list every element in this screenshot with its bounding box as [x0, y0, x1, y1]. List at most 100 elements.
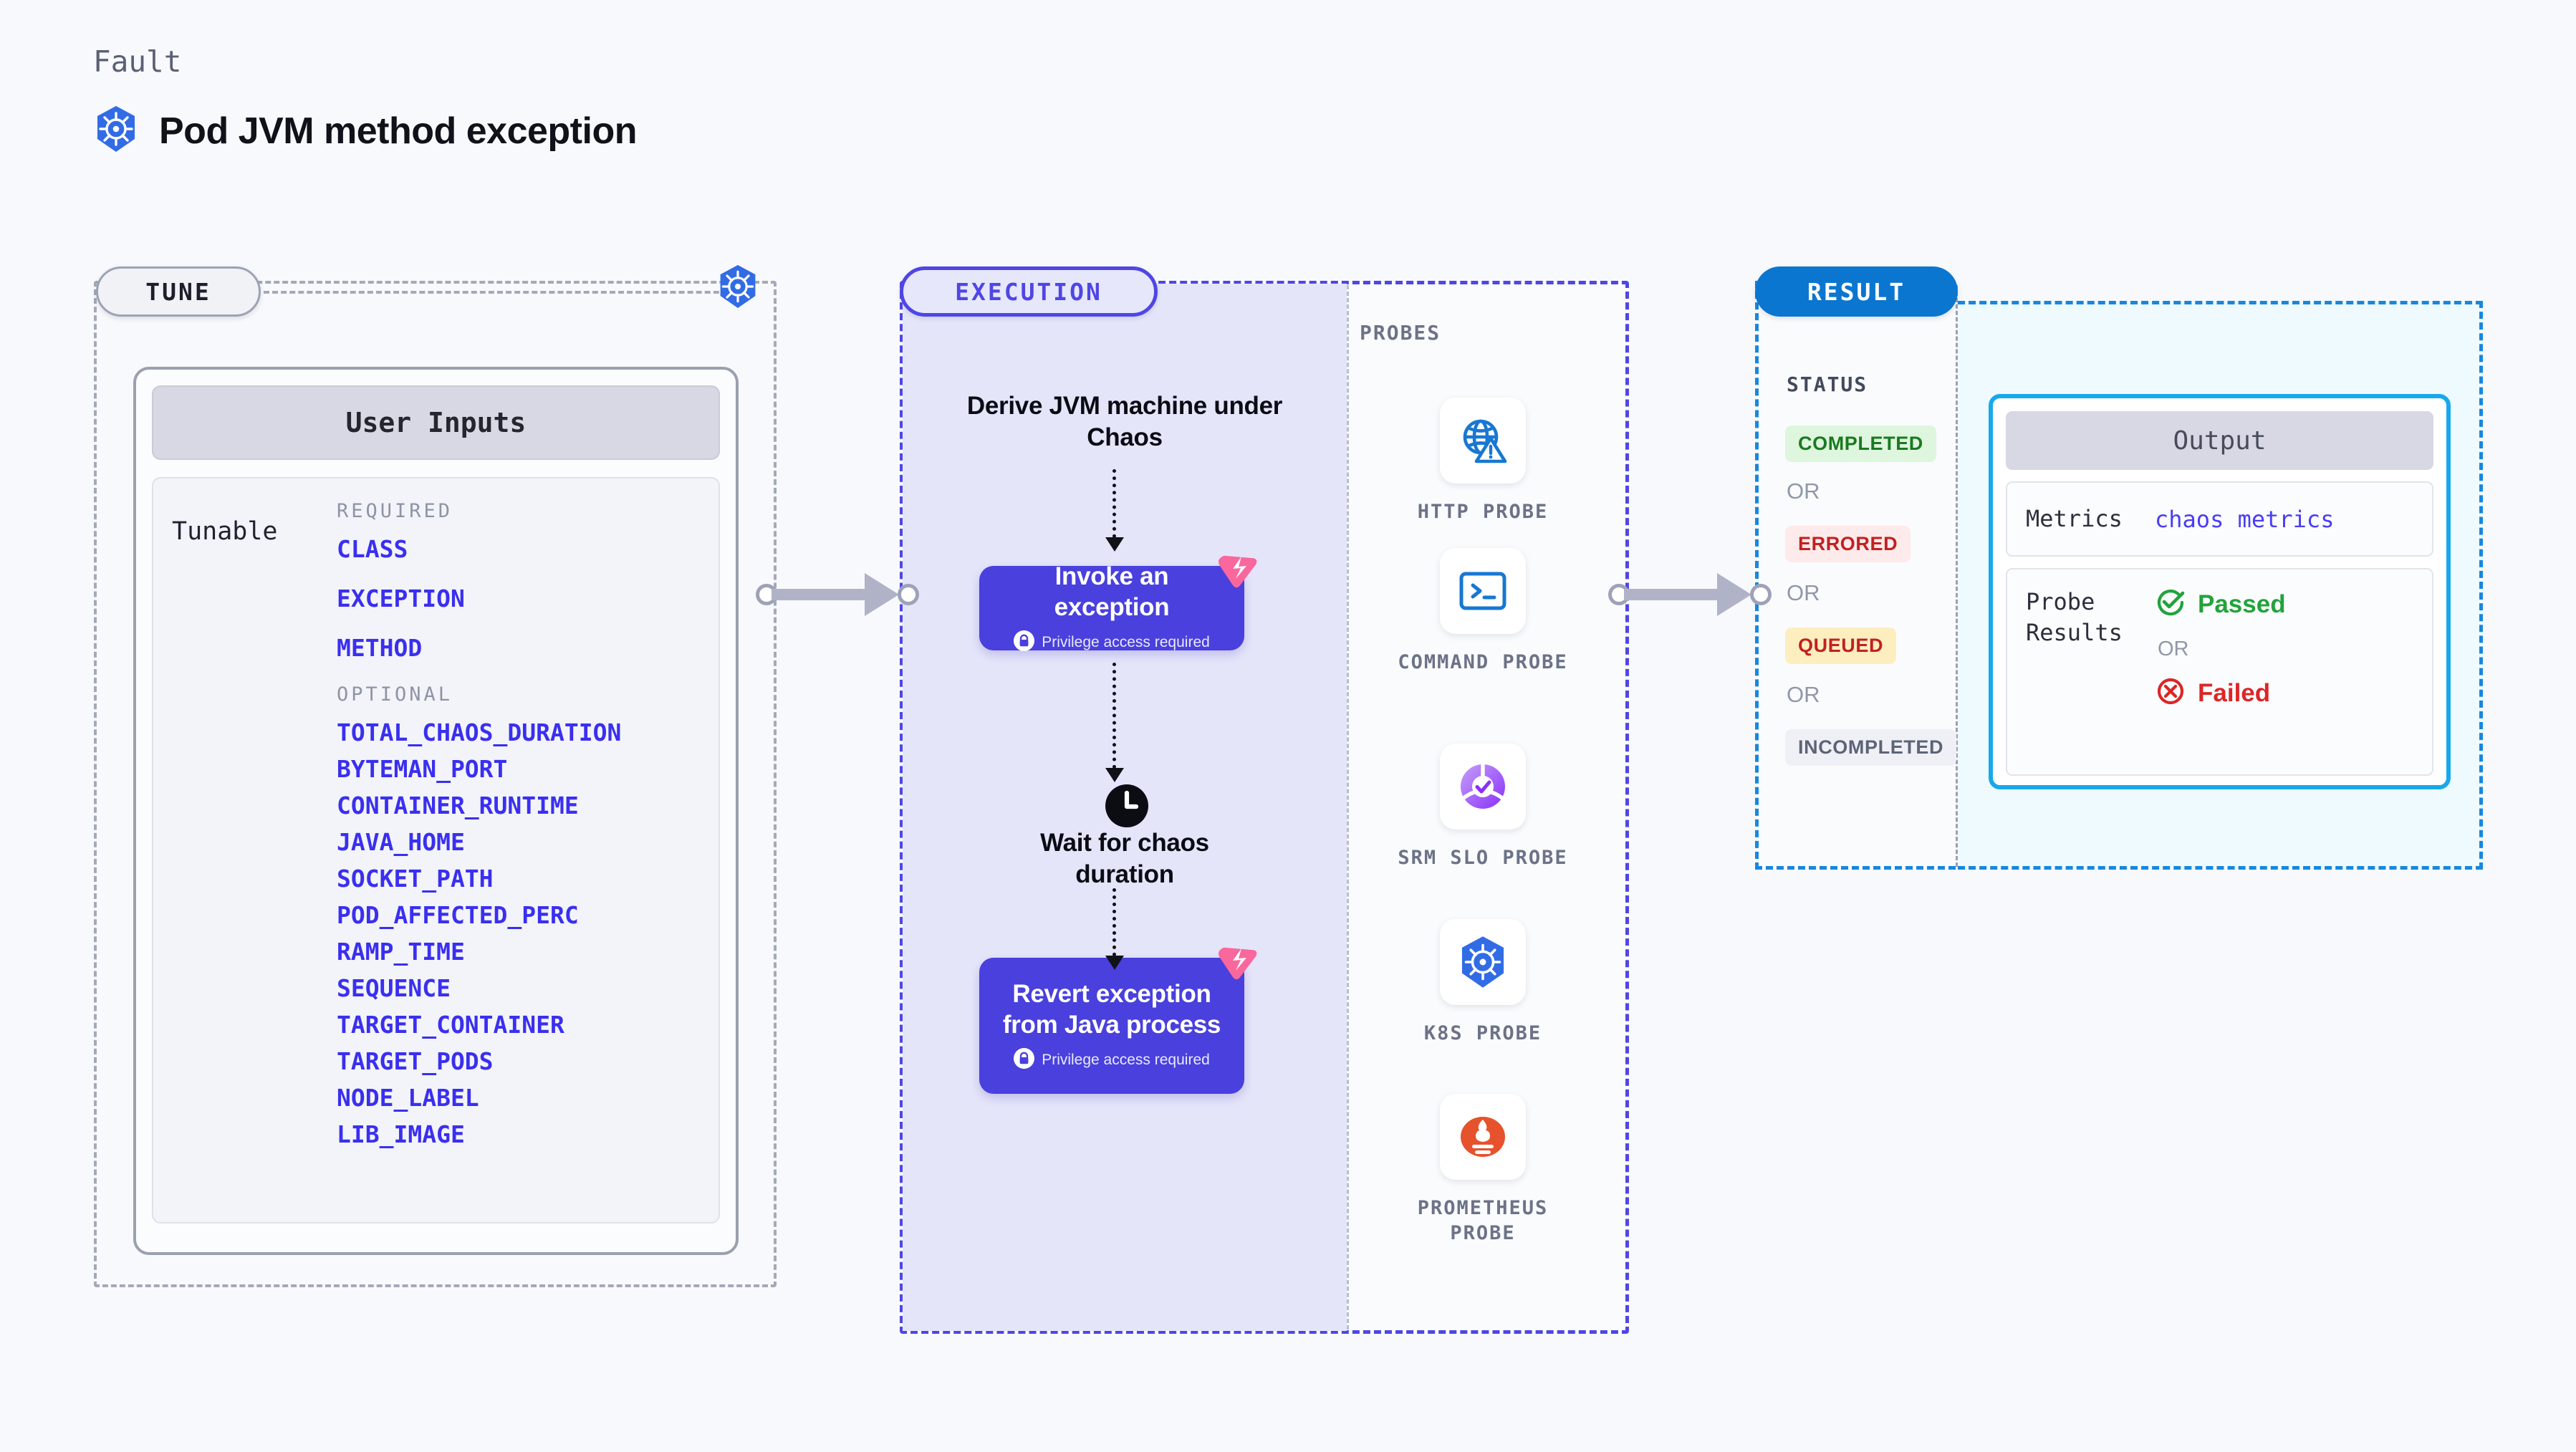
check-circle-icon	[2155, 587, 2186, 622]
probe-item-command[interactable]: COMMAND PROBE	[1393, 548, 1572, 675]
tunable-optional-item[interactable]: TOTAL_CHAOS_DURATION	[337, 718, 622, 746]
probe-item-k8s[interactable]: K8S PROBE	[1393, 919, 1572, 1046]
status-badge-completed: COMPLETED	[1785, 425, 1936, 462]
probe-item-srm-slo[interactable]: SRM SLO PROBE	[1393, 744, 1572, 870]
user-inputs-header: User Inputs	[152, 385, 720, 460]
kubernetes-icon	[716, 264, 759, 313]
tunable-optional-item[interactable]: TARGET_CONTAINER	[337, 1011, 564, 1039]
privilege-note-row: Privilege access required	[1014, 1047, 1210, 1072]
result-inner-divider	[1956, 285, 1958, 867]
execution-card-revert-exception[interactable]: Revert exception from Java process Privi…	[979, 947, 1257, 1094]
or-separator: OR	[1787, 479, 1820, 504]
execution-step-derive-title: Derive JVM machine under Chaos	[966, 392, 1283, 452]
probe-result-passed: Passed	[2155, 587, 2286, 622]
execution-card-title: Revert exception from Java process	[1002, 980, 1221, 1039]
group-label-required: REQUIRED	[337, 500, 453, 522]
output-card-header: Output	[2006, 411, 2433, 470]
output-metrics-row: Metrics chaos metrics	[2006, 481, 2433, 557]
section-pill-execution[interactable]: EXECUTION	[900, 266, 1158, 317]
page-title: Pod JVM method exception	[159, 110, 637, 152]
result-status-region	[1755, 281, 1956, 870]
group-label-optional: OPTIONAL	[337, 683, 453, 706]
kubernetes-icon	[1461, 936, 1504, 988]
tunable-optional-item[interactable]: CONTAINER_RUNTIME	[337, 792, 579, 819]
page-header: Fault Pod JVM method exception	[93, 44, 637, 157]
eyebrow-label: Fault	[93, 44, 182, 79]
chaos-fault-icon	[1217, 547, 1261, 592]
probe-tile	[1440, 398, 1526, 484]
globe-warning-icon	[1463, 419, 1507, 463]
execution-card-invoke-exception[interactable]: Invoke an exception Privilege access req…	[979, 555, 1257, 651]
tunable-optional-item[interactable]: TARGET_PODS	[337, 1047, 494, 1075]
tunables-list: REQUIRED CLASS EXCEPTION METHOD OPTIONAL T…	[332, 500, 719, 1222]
tunable-optional-item[interactable]: RAMP_TIME	[337, 938, 465, 966]
lock-icon	[1014, 630, 1035, 655]
connector-dot-end	[1750, 584, 1772, 605]
flow-arrowhead	[1105, 956, 1124, 970]
probe-label: HTTP PROBE	[1417, 501, 1549, 523]
flow-line	[1112, 663, 1116, 769]
status-column-label: STATUS	[1787, 372, 1868, 396]
tune-connector-line	[264, 291, 736, 294]
flow-line	[1112, 469, 1116, 538]
probe-result-failed-label: Failed	[2198, 678, 2271, 707]
section-pill-result[interactable]: RESULT	[1755, 266, 1958, 317]
title-row: Pod JVM method exception	[93, 105, 637, 157]
flow-arrowhead	[1105, 768, 1124, 782]
status-badge-errored: ERRORED	[1785, 526, 1911, 562]
tunable-optional-item[interactable]: SOCKET_PATH	[337, 865, 494, 893]
tunable-optional-item[interactable]: LIB_IMAGE	[337, 1120, 465, 1148]
section-pill-tune[interactable]: TUNE	[96, 266, 261, 317]
output-probe-results-label: Probe Results	[2026, 588, 2123, 647]
status-badge-queued: QUEUED	[1785, 628, 1897, 664]
tune-region	[94, 281, 777, 1287]
tunable-optional-item[interactable]: NODE_LABEL	[337, 1084, 479, 1112]
tunable-required-item[interactable]: METHOD	[337, 634, 423, 662]
probe-label: COMMAND PROBE	[1398, 651, 1568, 673]
tunable-optional-item[interactable]: BYTEMAN_PORT	[337, 755, 508, 783]
probes-section-label: PROBES	[1360, 321, 1441, 345]
lock-icon	[1014, 1047, 1035, 1072]
flow-arrowhead	[1105, 537, 1124, 552]
probe-result-failed: Failed	[2155, 675, 2286, 711]
connector-arrowhead	[1717, 573, 1751, 616]
tunable-optional-item[interactable]: SEQUENCE	[337, 974, 451, 1002]
connector-arrowhead	[865, 573, 899, 616]
output-card: Output Metrics chaos metrics Probe Resul…	[1989, 394, 2451, 789]
connector-tune-to-execution	[756, 573, 921, 616]
probe-item-http[interactable]: HTTP PROBE	[1393, 398, 1572, 524]
flow-line	[1112, 888, 1116, 956]
tunable-optional-item[interactable]: JAVA_HOME	[337, 828, 465, 856]
probe-tile	[1440, 744, 1526, 830]
execution-card-title: Invoke an exception	[1054, 562, 1170, 621]
tunable-optional-item[interactable]: POD_AFFECTED_PERC	[337, 901, 579, 929]
output-metrics-key: Metrics	[2026, 504, 2123, 532]
slo-gauge-check-icon	[1461, 762, 1505, 809]
clock-icon	[1103, 782, 1150, 833]
probe-label: SRM SLO PROBE	[1398, 847, 1568, 869]
probe-tile	[1440, 919, 1526, 1005]
execution-step-wait-title: Wait for chaos duration	[1040, 829, 1209, 889]
probe-label: PROMETHEUS PROBE	[1417, 1197, 1549, 1245]
connector-dot-end	[898, 584, 919, 605]
privilege-note-row: Privilege access required	[1014, 630, 1210, 655]
probes-divider	[1347, 285, 1349, 1330]
or-separator: OR	[1787, 682, 1820, 707]
terminal-icon	[1459, 572, 1506, 610]
probe-item-prometheus[interactable]: PROMETHEUS PROBE	[1393, 1094, 1572, 1246]
prometheus-flame-icon	[1461, 1117, 1505, 1157]
probe-results-values: Passed OR Failed	[2155, 587, 2286, 757]
connector-line	[1624, 589, 1742, 600]
chaos-fault-icon	[1217, 939, 1261, 984]
tunable-required-item[interactable]: CLASS	[337, 535, 408, 563]
tunable-required-item[interactable]: EXCEPTION	[337, 585, 465, 612]
probe-result-passed-label: Passed	[2198, 590, 2286, 618]
privilege-note-text: Privilege access required	[1042, 1051, 1210, 1068]
optional-tunables: TOTAL_CHAOS_DURATION BYTEMAN_PORT CONTAINE…	[337, 718, 719, 1148]
kubernetes-icon	[93, 105, 139, 157]
x-circle-icon	[2155, 675, 2186, 711]
probe-tile	[1440, 548, 1526, 634]
output-metrics-value[interactable]: chaos metrics	[2155, 505, 2335, 533]
